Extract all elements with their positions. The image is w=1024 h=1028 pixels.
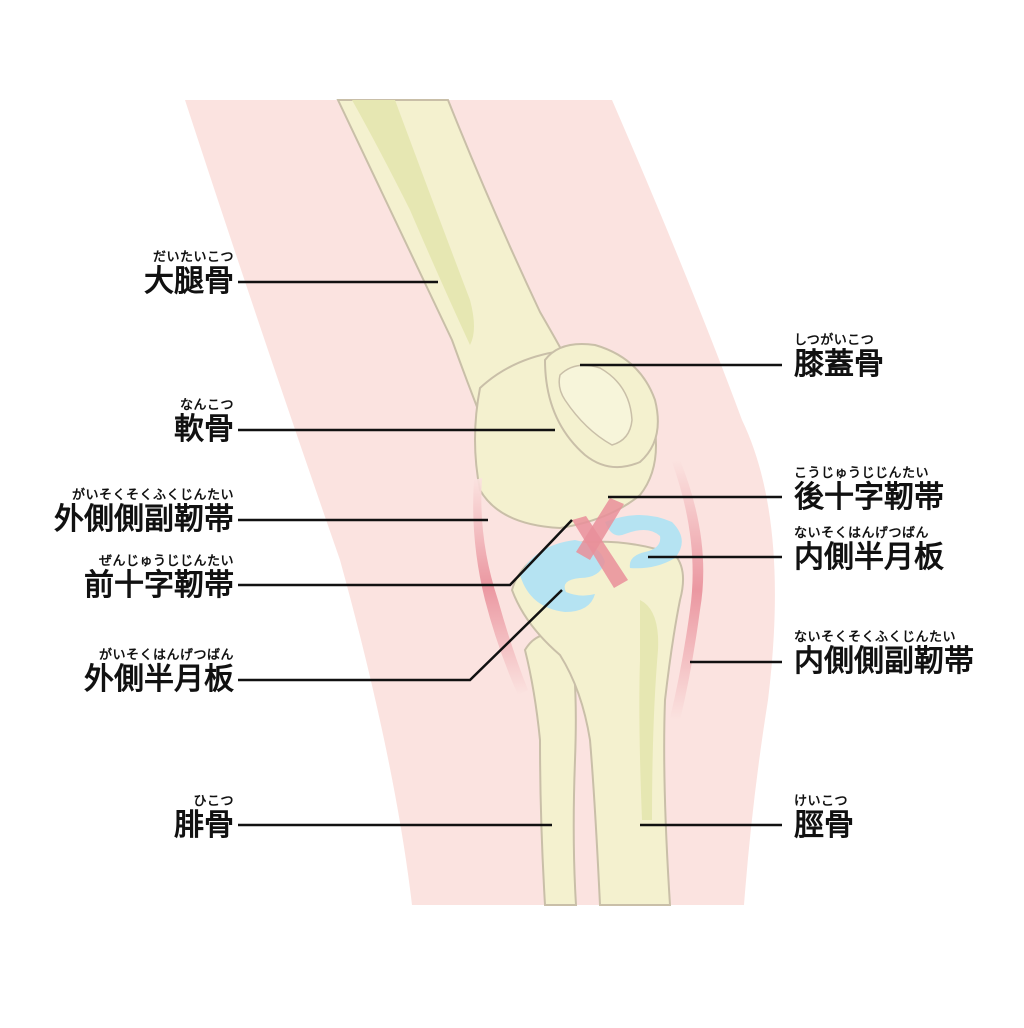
label-patella-text: 膝蓋骨	[794, 347, 884, 382]
label-mcl-text: 内側側副靭帯	[794, 644, 974, 679]
label-lateral-meniscus-text: 外側半月板	[84, 662, 234, 697]
label-fibula: ひこつ 腓骨	[174, 794, 234, 843]
lateral-collateral-ligament	[473, 478, 528, 695]
leader-acl	[238, 519, 573, 587]
patella-inner	[558, 364, 633, 446]
label-pcl-ruby: こうじゅうじじんたい	[794, 466, 930, 481]
label-tibia-text: 脛骨	[794, 808, 854, 843]
label-fibula-ruby: ひこつ	[193, 794, 234, 809]
label-patella-ruby: しつがいこつ	[794, 333, 875, 348]
posterior-cruciate-ligament	[576, 498, 624, 560]
label-medial-meniscus-text: 内側半月板	[794, 540, 944, 575]
label-lcl-text: 外側側副靭帯	[54, 502, 234, 537]
label-pcl: こうじゅうじじんたい 後十字靭帯	[794, 466, 944, 515]
label-lateral-meniscus-ruby: がいそくはんげつばん	[98, 648, 234, 663]
leader-lateral-meniscus	[238, 589, 563, 682]
label-fibula-text: 腓骨	[174, 808, 234, 843]
label-lcl: がいそくそくふくじんたい 外側側副靭帯	[54, 488, 234, 537]
label-medial-meniscus: ないそくはんげつばん 内側半月板	[794, 526, 944, 575]
femur-shadow	[352, 100, 474, 345]
label-lateral-meniscus: がいそくはんげつばん 外側半月板	[84, 648, 234, 697]
tibia-shadow	[639, 600, 659, 820]
label-tibia: けいこつ 脛骨	[794, 794, 854, 843]
label-femur: だいたいこつ 大腿骨	[144, 250, 234, 299]
label-pcl-text: 後十字靭帯	[794, 480, 944, 515]
label-lcl-ruby: がいそくそくふくじんたい	[71, 488, 234, 503]
anterior-cruciate-ligament	[572, 516, 628, 588]
label-cartilage-ruby: なんこつ	[179, 398, 234, 413]
label-acl: ぜんじゅうじじんたい 前十字靭帯	[84, 554, 234, 603]
medial-meniscus	[605, 515, 682, 569]
label-acl-text: 前十字靭帯	[84, 568, 234, 603]
lateral-meniscus	[520, 540, 605, 612]
label-mcl-ruby: ないそくそくふくじんたい	[794, 630, 957, 645]
medial-collateral-ligament	[670, 460, 704, 720]
label-acl-ruby: ぜんじゅうじじんたい	[98, 554, 234, 569]
leader-lines	[238, 280, 782, 827]
label-cartilage: なんこつ 軟骨	[174, 398, 234, 447]
label-femur-text: 大腿骨	[144, 264, 234, 299]
label-mcl: ないそくそくふくじんたい 内側側副靭帯	[794, 630, 974, 679]
label-patella: しつがいこつ 膝蓋骨	[794, 333, 884, 382]
label-tibia-ruby: けいこつ	[794, 794, 849, 809]
label-cartilage-text: 軟骨	[174, 412, 234, 447]
label-medial-meniscus-ruby: ないそくはんげつばん	[794, 526, 930, 541]
label-femur-ruby: だいたいこつ	[152, 250, 234, 265]
